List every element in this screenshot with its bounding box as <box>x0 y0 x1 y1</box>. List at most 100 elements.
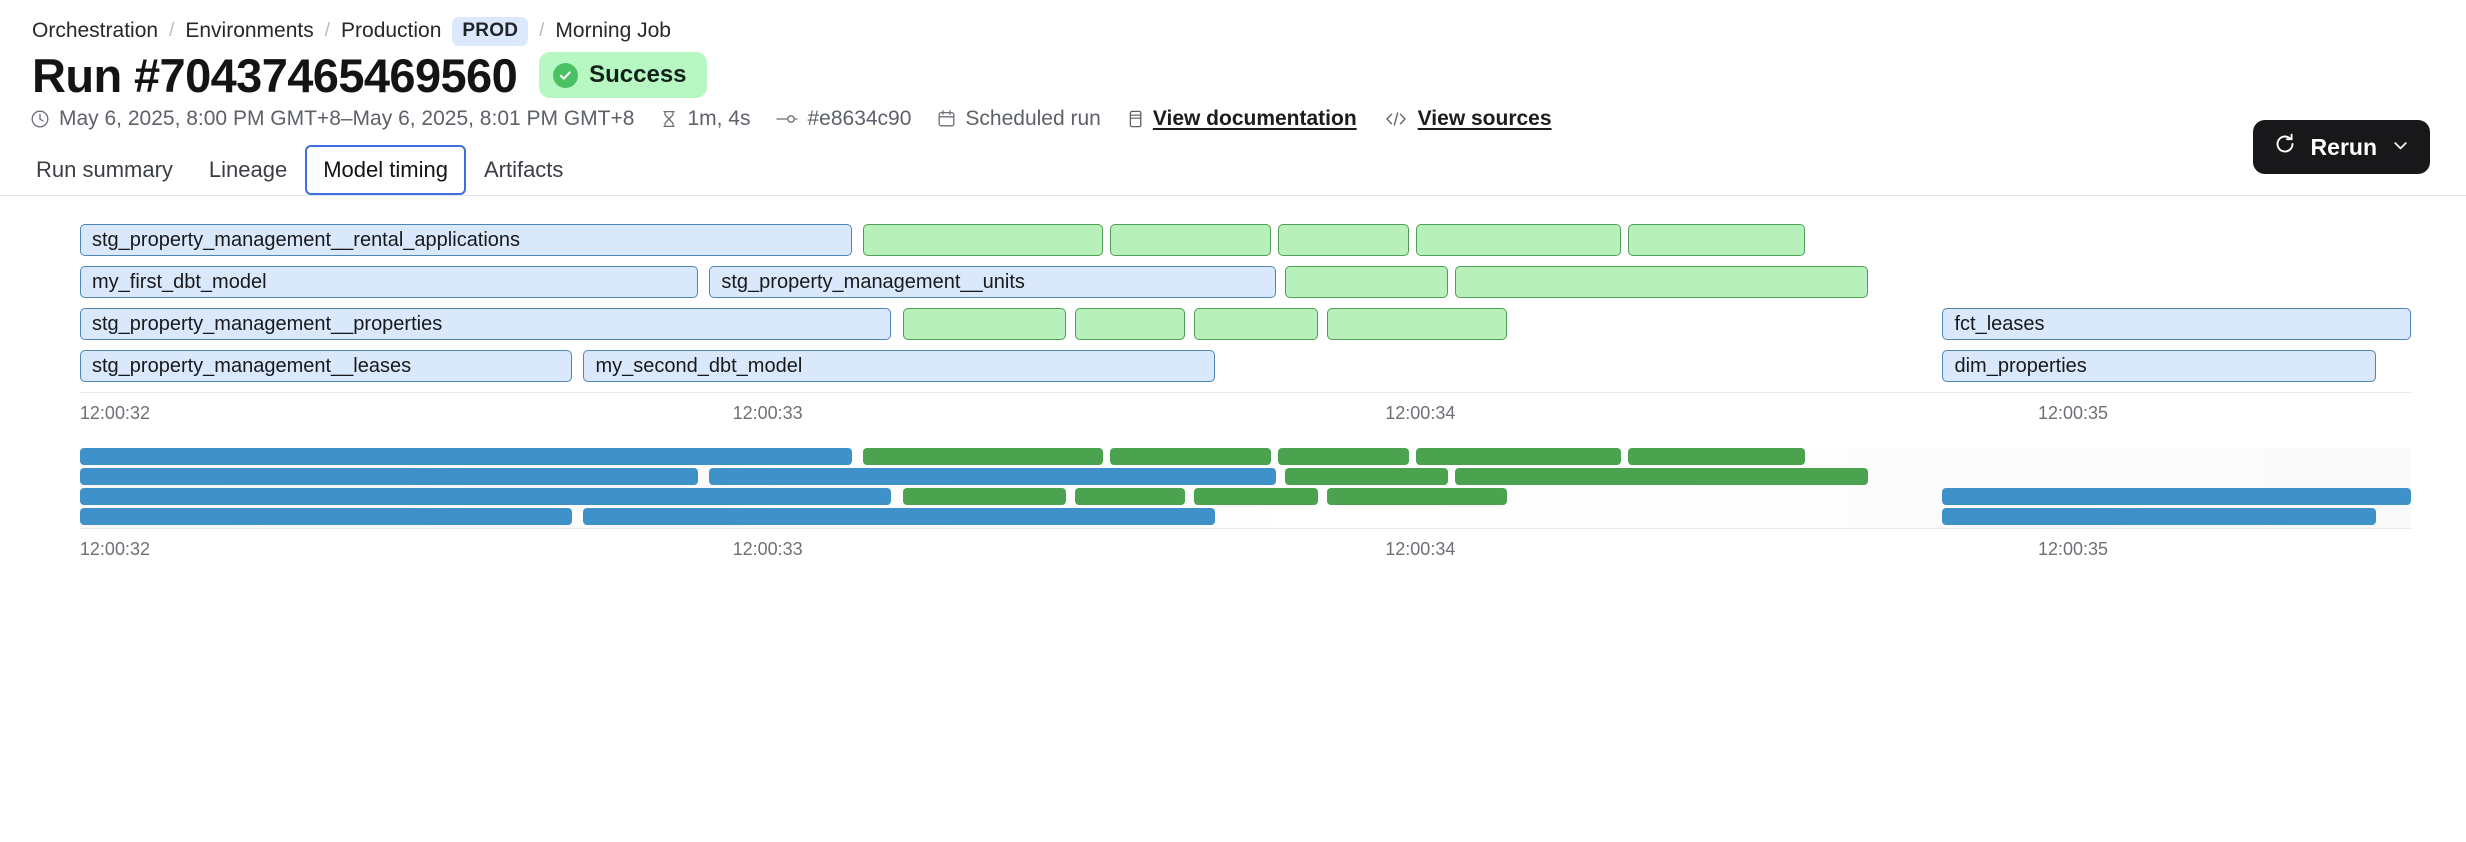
axis-tick-label: 12:00:34 <box>1385 403 1456 423</box>
minimap-row <box>80 508 2411 525</box>
gantt-bar-stg_property_management__units[interactable]: stg_property_management__units <box>709 266 1276 298</box>
gantt-row: stg_property_management__properties fct_l… <box>80 308 2411 340</box>
view-sources-link[interactable]: View sources <box>1417 107 1552 130</box>
gantt-bar-test[interactable] <box>1278 224 1409 256</box>
axis-tick-label: 12:00:33 <box>732 403 803 423</box>
minimap-bar[interactable] <box>1327 488 1507 505</box>
gantt-bar-test[interactable] <box>1627 224 1805 256</box>
refresh-icon <box>2273 132 2297 162</box>
axis-tick-label: 12:00:33 <box>732 539 803 559</box>
gantt-bar-test[interactable] <box>863 224 1104 256</box>
breadcrumb-badge-prod: PROD <box>452 16 529 46</box>
gantt-bar-stg_property_management__rental_applications[interactable]: stg_property_management__rental_applicat… <box>80 224 852 256</box>
gantt-axis: 12:00:32 12:00:33 12:00:34 12:00:35 <box>80 392 2411 426</box>
minimap-bar[interactable] <box>709 468 1276 485</box>
minimap-bar[interactable] <box>1194 488 1318 505</box>
axis-tick-label: 12:00:35 <box>2037 403 2109 423</box>
meta-trigger-text: Scheduled run <box>965 107 1101 130</box>
gantt-row: stg_property_management__leases my_second… <box>80 350 2411 382</box>
minimap-bar[interactable] <box>1285 468 1449 485</box>
minimap-row <box>80 448 2411 465</box>
tab-lineage[interactable]: Lineage <box>191 145 305 195</box>
rerun-button[interactable]: Rerun <box>2252 120 2430 174</box>
gantt-bar-dim_properties[interactable]: dim_properties <box>1942 350 2377 382</box>
axis-tick-label: 12:00:32 <box>79 539 150 559</box>
model-timing-chart: stg_property_management__rental_applicat… <box>0 224 2466 426</box>
breadcrumb-item-environments[interactable]: Environments <box>185 19 314 42</box>
code-icon <box>1383 110 1409 128</box>
tab-artifacts[interactable]: Artifacts <box>466 145 581 195</box>
tab-run-summary[interactable]: Run summary <box>18 145 191 195</box>
gantt-bar-test[interactable] <box>1415 224 1621 256</box>
run-metadata: May 6, 2025, 8:00 PM GMT+8–May 6, 2025, … <box>0 94 2466 131</box>
minimap-bar[interactable] <box>1415 448 1621 465</box>
gantt-bar-my_second_dbt_model[interactable]: my_second_dbt_model <box>583 350 1216 382</box>
gantt-bar-label: stg_property_management__rental_applicat… <box>92 228 521 251</box>
calendar-icon <box>937 109 956 129</box>
minimap-row <box>80 488 2411 505</box>
minimap-bar[interactable] <box>1455 468 1868 485</box>
gantt-bar-fct_leases[interactable]: fct_leases <box>1942 308 2411 340</box>
gantt-bar-test[interactable] <box>1110 224 1272 256</box>
hourglass-icon <box>660 109 678 129</box>
minimap-row <box>80 468 2411 485</box>
minimap-bar[interactable] <box>1110 448 1272 465</box>
minimap-rows[interactable] <box>80 448 2411 528</box>
gantt-bar-test[interactable] <box>1455 266 1868 298</box>
minimap-bar[interactable] <box>1627 448 1805 465</box>
check-circle-icon <box>553 62 579 88</box>
minimap-bar[interactable] <box>80 448 852 465</box>
meta-commit-text: #e8634c90 <box>807 107 912 130</box>
breadcrumb: Orchestration / Environments / Productio… <box>0 0 2466 46</box>
status-badge: Success <box>539 52 707 98</box>
gantt-bar-test[interactable] <box>1285 266 1449 298</box>
book-icon <box>1127 109 1144 129</box>
breadcrumb-item-production[interactable]: Production <box>341 19 442 42</box>
gantt-bar-label: fct_leases <box>1954 312 2045 335</box>
meta-duration-text: 1m, 4s <box>687 107 751 130</box>
meta-documentation[interactable]: View documentation <box>1127 107 1357 131</box>
axis-tick-label: 12:00:34 <box>1385 539 1456 559</box>
tab-model-timing[interactable]: Model timing <box>305 145 466 195</box>
gantt-row: my_first_dbt_model stg_property_managemen… <box>80 266 2411 298</box>
meta-timerange: May 6, 2025, 8:00 PM GMT+8–May 6, 2025, … <box>30 107 634 131</box>
gantt-bar-label: stg_property_management__properties <box>92 312 443 335</box>
axis-tick-label: 12:00:32 <box>79 403 150 423</box>
meta-sources[interactable]: View sources <box>1383 107 1552 131</box>
page-header: Run #70437465469560 Success <box>0 34 2466 99</box>
minimap-bar[interactable] <box>863 448 1104 465</box>
minimap-bar[interactable] <box>80 488 892 505</box>
minimap-bar[interactable] <box>80 508 572 525</box>
gantt-bar-test[interactable] <box>902 308 1066 340</box>
tab-bar-divider <box>0 195 2466 196</box>
breadcrumb-separator: / <box>169 20 175 41</box>
gantt-row: stg_property_management__rental_applicat… <box>80 224 2411 256</box>
minimap-bar[interactable] <box>1942 508 2377 525</box>
breadcrumb-separator: / <box>539 20 545 41</box>
gantt-bar-test[interactable] <box>1194 308 1318 340</box>
meta-trigger: Scheduled run <box>937 107 1101 131</box>
minimap-bar[interactable] <box>902 488 1066 505</box>
minimap-bar[interactable] <box>1075 488 1185 505</box>
chevron-down-icon <box>2391 134 2410 161</box>
breadcrumb-item-orchestration[interactable]: Orchestration <box>32 19 159 42</box>
minimap-bar[interactable] <box>1278 448 1409 465</box>
gantt-bar-stg_property_management__properties[interactable]: stg_property_management__properties <box>80 308 892 340</box>
gantt-bar-label: dim_properties <box>1954 354 2087 377</box>
minimap-bar[interactable] <box>583 508 1216 525</box>
gantt-bar-test[interactable] <box>1075 308 1185 340</box>
page-title: Run #70437465469560 <box>32 48 518 102</box>
meta-commit: #e8634c90 <box>776 107 911 131</box>
gantt-rows[interactable]: stg_property_management__rental_applicat… <box>80 224 2411 392</box>
gantt-bar-stg_property_management__leases[interactable]: stg_property_management__leases <box>80 350 572 382</box>
minimap-bar[interactable] <box>1942 488 2411 505</box>
breadcrumb-item-morning-job[interactable]: Morning Job <box>555 19 671 42</box>
view-documentation-link[interactable]: View documentation <box>1152 107 1357 130</box>
breadcrumb-separator: / <box>324 20 331 41</box>
gantt-bar-my_first_dbt_model[interactable]: my_first_dbt_model <box>80 266 698 298</box>
minimap-bar[interactable] <box>80 468 698 485</box>
gantt-bar-test[interactable] <box>1327 308 1507 340</box>
gantt-bar-label: my_second_dbt_model <box>595 354 803 377</box>
